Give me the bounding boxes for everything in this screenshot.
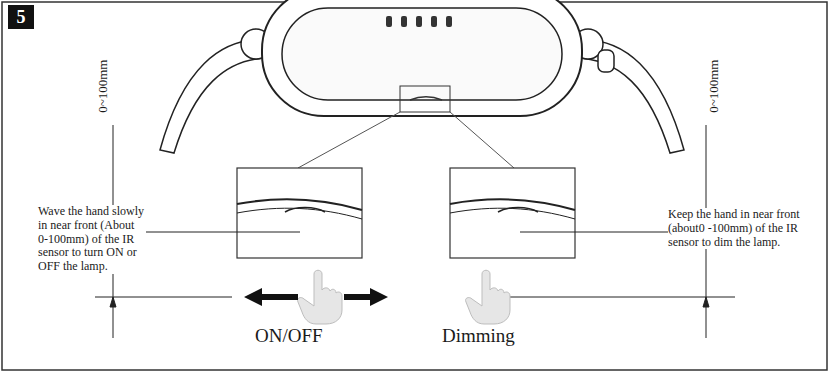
dimension-label: 0~100mm xyxy=(708,59,722,112)
sensor-inset xyxy=(450,168,575,258)
lamp-head xyxy=(262,0,582,116)
dimension-label: 0~100mm xyxy=(97,59,111,112)
step-number: 5 xyxy=(17,8,26,26)
sensor-highlight xyxy=(400,86,450,112)
instruction-text: Keep the hand in near front (about0 -100… xyxy=(668,208,818,249)
mode-label: ON/OFF xyxy=(255,326,323,347)
sensor-inset xyxy=(237,168,362,258)
wave-arrow xyxy=(244,288,298,306)
step-number-box: 5 xyxy=(8,5,34,29)
instruction-text: Wave the hand slowly in near front (Abou… xyxy=(38,205,146,274)
ir-sensor xyxy=(410,97,442,100)
hand-icon xyxy=(466,270,510,324)
mode-label: Dimming xyxy=(442,326,515,347)
lamp-knob xyxy=(598,50,614,72)
vent-slots xyxy=(386,16,452,27)
leader-line xyxy=(298,112,400,168)
leader-line xyxy=(450,112,514,168)
hand-icon xyxy=(298,270,342,324)
wave-arrow xyxy=(344,288,388,306)
